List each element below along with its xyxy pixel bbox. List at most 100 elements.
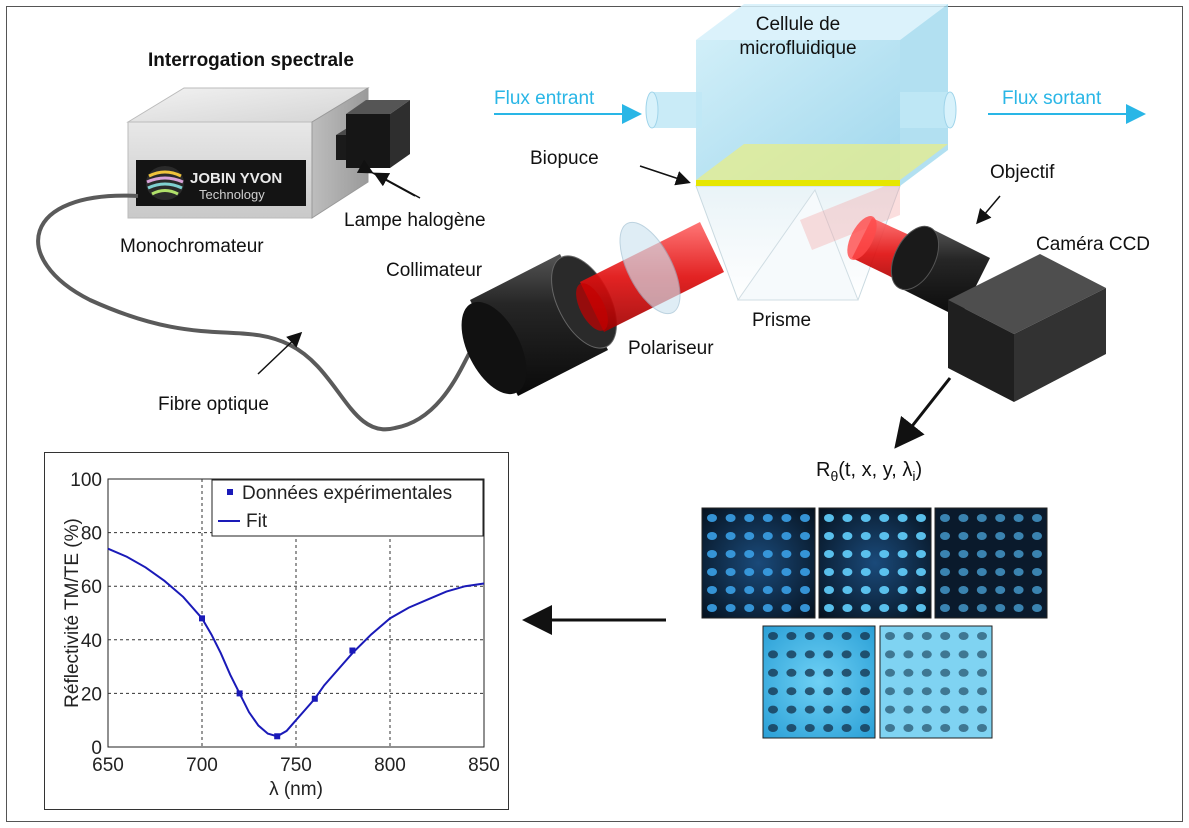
objective-label: Objectif	[990, 162, 1055, 183]
image-spot	[903, 705, 914, 714]
image-spot	[885, 705, 895, 714]
image-spot	[768, 724, 778, 732]
image-spot	[916, 568, 926, 576]
image-spot	[940, 724, 951, 732]
image-spot	[786, 687, 797, 696]
image-spot	[841, 632, 852, 640]
y-tick-label: 0	[91, 738, 102, 759]
image-spot	[958, 724, 969, 732]
image-spot	[804, 724, 815, 732]
y-tick-label: 80	[81, 524, 102, 545]
image-spot	[804, 687, 815, 696]
image-spot	[823, 724, 834, 732]
camera-output-arrow	[894, 377, 952, 449]
image-spot	[885, 724, 895, 732]
image-spot	[860, 586, 871, 594]
image-spot	[786, 632, 797, 640]
image-spot	[976, 586, 987, 594]
image-spot	[781, 586, 792, 594]
image-spot	[976, 532, 987, 540]
prism	[695, 185, 901, 301]
image-spot	[842, 568, 853, 576]
image-spot	[995, 532, 1006, 540]
image-spot	[1013, 568, 1024, 576]
image-spot	[879, 532, 890, 540]
image-spot	[940, 650, 951, 659]
image-spot	[786, 705, 797, 714]
flow-in-label: Flux entrant	[494, 88, 595, 109]
image-spot	[768, 668, 778, 677]
image-spot	[885, 668, 895, 677]
image-spot	[977, 724, 987, 732]
image-spot	[958, 568, 969, 576]
x-tick-label: 850	[468, 755, 500, 776]
outlet-tube	[900, 91, 957, 129]
legend-box	[211, 479, 484, 537]
image-spot	[860, 604, 871, 612]
image-spot	[940, 550, 950, 558]
image-tile-2	[818, 507, 932, 619]
polarizer-label: Polariseur	[628, 338, 714, 359]
y-axis-label: Réflectivité TM/TE (%)	[62, 518, 83, 708]
image-spot	[841, 687, 852, 696]
image-spot	[940, 586, 950, 594]
image-spot	[879, 550, 890, 558]
image-spot	[824, 514, 834, 522]
brand-name: JOBIN YVON	[190, 170, 282, 187]
image-spot	[995, 586, 1006, 594]
image-spot	[707, 568, 717, 576]
image-tiles	[701, 507, 1048, 739]
image-spot	[781, 514, 792, 522]
collimator-label: Collimateur	[386, 260, 483, 281]
image-spot	[781, 568, 792, 576]
image-spot	[1032, 550, 1042, 558]
image-spot	[707, 586, 717, 594]
image-spot	[995, 568, 1006, 576]
image-spot	[976, 550, 987, 558]
image-spot	[744, 586, 755, 594]
monochromator: JOBIN YVON Technology	[126, 87, 370, 219]
image-spot	[800, 568, 810, 576]
flow-out-label: Flux sortant	[1002, 88, 1102, 109]
monochromator-label: Monochromateur	[120, 236, 264, 257]
legend-label-fit: Fit	[246, 511, 268, 532]
y-tick-label: 20	[81, 684, 102, 705]
image-spot	[995, 514, 1006, 522]
image-spot	[977, 687, 987, 696]
image-spot	[804, 705, 815, 714]
biochip	[696, 180, 900, 186]
image-spot	[823, 705, 834, 714]
image-spot	[903, 724, 914, 732]
image-spot	[744, 514, 755, 522]
image-spot	[897, 586, 908, 594]
image-spot	[1013, 586, 1024, 594]
image-spot	[1032, 586, 1042, 594]
image-spot	[804, 650, 815, 659]
image-spot	[958, 586, 969, 594]
image-spot	[725, 586, 736, 594]
image-tile-1	[701, 507, 816, 619]
image-spot	[860, 568, 871, 576]
image-spot	[762, 532, 773, 540]
image-spot	[781, 604, 792, 612]
image-spot	[940, 604, 950, 612]
image-spot	[707, 514, 717, 522]
x-axis-label: λ (nm)	[269, 779, 323, 800]
image-spot	[744, 550, 755, 558]
image-spot	[725, 568, 736, 576]
image-spot	[903, 668, 914, 677]
y-tick-label: 40	[81, 631, 102, 652]
data-point	[349, 647, 356, 654]
image-spot	[860, 687, 870, 696]
data-point	[274, 733, 281, 740]
lamp-label: Lampe halogène	[344, 210, 486, 231]
image-spot	[707, 550, 717, 558]
inlet-tube	[645, 91, 702, 129]
image-spot	[800, 604, 810, 612]
image-spot	[823, 632, 834, 640]
image-spot	[804, 668, 815, 677]
image-spot	[725, 514, 736, 522]
image-spot	[842, 604, 853, 612]
image-tile-4	[762, 625, 876, 739]
